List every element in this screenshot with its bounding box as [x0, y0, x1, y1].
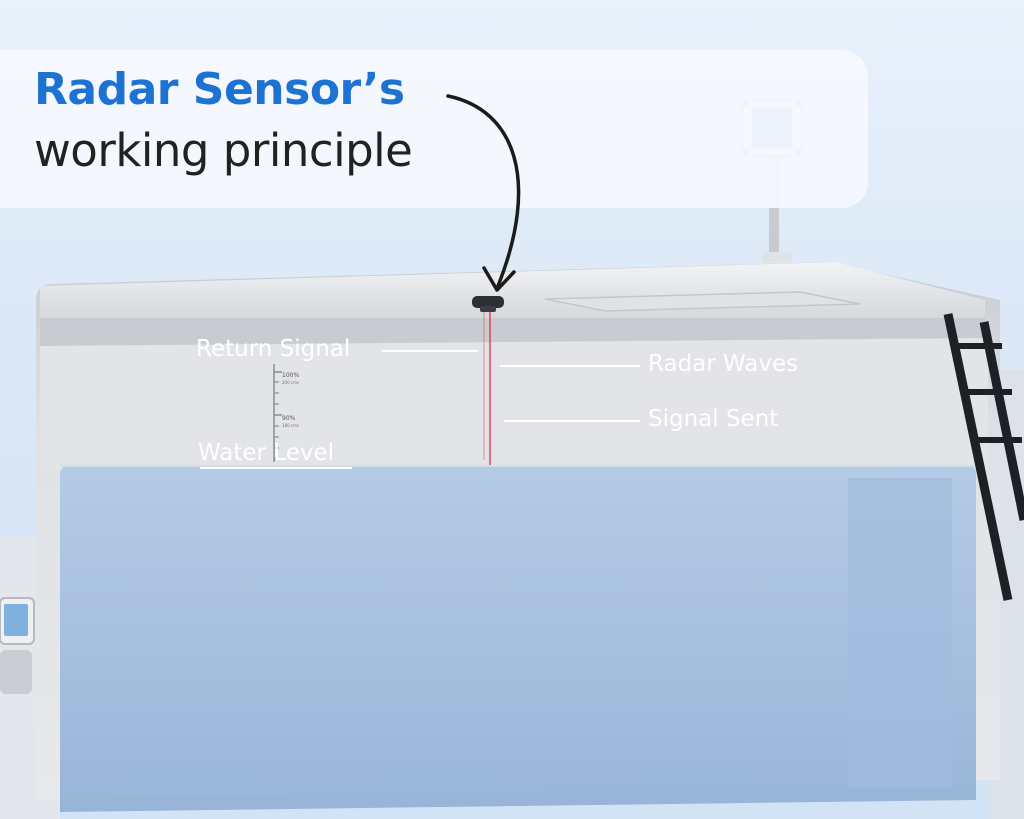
label-water-level: Water Level — [198, 440, 335, 466]
title-subheading: working principle — [34, 124, 413, 177]
gauge-top-sub: 200 cms — [282, 380, 299, 385]
gauge-top-mark: 100% — [282, 372, 299, 379]
ladder — [943, 313, 1024, 601]
gauge-mid-mark: 90% — [282, 415, 296, 422]
label-signal-sent: Signal Sent — [648, 406, 779, 432]
sensor-box-side — [0, 597, 35, 694]
pole-clamp — [762, 252, 792, 262]
gauge-mid-sub: 180 cms — [282, 423, 299, 428]
lid-underside — [40, 318, 985, 346]
label-return-signal: Return Signal — [196, 336, 351, 362]
title-heading: Radar Sensor’s — [34, 64, 405, 115]
water-body — [60, 466, 976, 812]
tank-inner-wall — [40, 330, 988, 470]
level-gauge — [273, 364, 282, 462]
tank-lid — [40, 262, 985, 318]
title-card — [0, 50, 868, 208]
hatch — [544, 291, 861, 312]
label-radar-waves: Radar Waves — [648, 351, 799, 377]
water-reflection — [848, 478, 952, 788]
radar-sensor-head — [472, 296, 504, 312]
